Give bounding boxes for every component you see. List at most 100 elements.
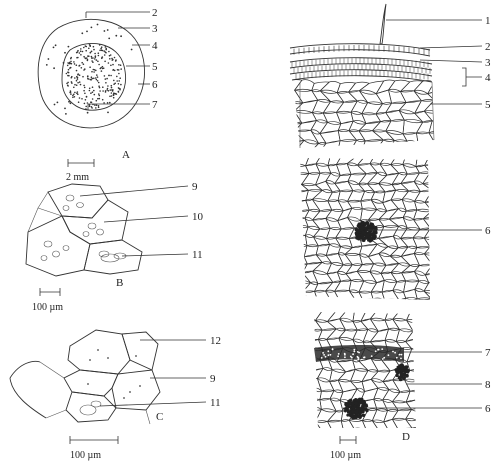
- stipple-dot: [98, 93, 100, 95]
- stipple-dot: [374, 226, 377, 229]
- stipple-dot: [98, 64, 100, 66]
- panel-a-letter: A: [122, 149, 130, 161]
- stipple-dot: [96, 104, 98, 106]
- stipple-dot: [97, 61, 99, 63]
- stipple-dot: [363, 223, 366, 226]
- stipple-dot: [406, 369, 409, 372]
- panel-a-core-stipple: [66, 44, 122, 109]
- parenchyma-cell: [439, 82, 459, 94]
- stipple-dot: [118, 73, 120, 75]
- stipple-dot: [97, 98, 99, 100]
- parenchyma-cell: [398, 140, 418, 151]
- stipple-dot: [396, 373, 399, 376]
- stipple-dot: [343, 407, 346, 410]
- stipple-dot: [85, 45, 87, 47]
- stipple-dot: [359, 410, 363, 414]
- stipple-dot: [98, 52, 100, 54]
- parenchyma-cell: [437, 131, 458, 143]
- stipple-dot: [96, 100, 98, 102]
- stipple-dot: [102, 66, 104, 68]
- parenchyma-cell: [437, 121, 458, 132]
- stipple-dot: [365, 403, 368, 406]
- stipple-dot: [113, 97, 115, 99]
- stipple-dot: [102, 99, 104, 101]
- stipple-dot: [105, 46, 107, 48]
- stipple-dot: [84, 68, 86, 70]
- stipple-dot: [66, 73, 68, 75]
- stipple-dot: [105, 78, 107, 80]
- panel-a-label-6: 6: [152, 79, 158, 91]
- panel-b-scale-label: 100 µm: [32, 302, 63, 313]
- stipple-dot: [105, 91, 107, 93]
- stipple-dot: [83, 85, 85, 87]
- panel-d-label-1: 1: [485, 15, 491, 27]
- stipple-dot: [89, 88, 91, 90]
- stipple-dot: [104, 30, 106, 32]
- panel-c-letter: C: [156, 411, 163, 423]
- stipple-dot: [361, 229, 364, 232]
- parenchyma-cell: [406, 328, 423, 341]
- stipple-dot: [398, 376, 401, 379]
- panel-d-label-4: 4: [485, 72, 491, 84]
- panel-d-label-7: 7: [485, 347, 491, 359]
- panel-d-inner-cells: [304, 307, 433, 442]
- panel-d-label-3: 3: [485, 57, 491, 69]
- parenchyma-cell: [323, 298, 340, 309]
- stipple-dot: [355, 402, 359, 406]
- parenchyma-cell: [418, 308, 433, 322]
- stipple-dot: [107, 112, 109, 114]
- stipple-dot: [119, 89, 121, 91]
- parenchyma-cell: [419, 428, 433, 442]
- stipple-dot: [86, 96, 88, 98]
- parenchyma-cell: [435, 272, 453, 284]
- stipple-dot: [120, 68, 122, 70]
- stipple-dot: [72, 97, 74, 99]
- stipple-dot: [105, 48, 107, 50]
- parenchyma-cell: [318, 429, 332, 441]
- panel-a-scale-bar: [68, 159, 94, 167]
- stipple-dot: [76, 84, 78, 86]
- stipple-dot: [399, 354, 401, 356]
- stipple-dot: [70, 57, 72, 59]
- stipple-dot: [364, 233, 367, 236]
- stipple-dot: [102, 86, 104, 88]
- stipple-dot: [80, 48, 82, 50]
- stipple-dot: [93, 49, 95, 51]
- stipple-dot: [401, 367, 404, 370]
- panel-a-label-2: 2: [152, 7, 158, 19]
- parenchyma-cell: [306, 307, 323, 317]
- parenchyma-cell: [283, 150, 305, 162]
- stipple-dot: [76, 64, 78, 66]
- parenchyma-cell: [411, 150, 433, 163]
- parenchyma-cell: [424, 281, 439, 294]
- stipple-dot: [400, 373, 404, 377]
- stipple-dot: [70, 67, 72, 69]
- stipple-dot: [80, 84, 82, 86]
- stipple-dot: [97, 24, 99, 26]
- parenchyma-cell: [337, 299, 356, 310]
- stipple-dot: [401, 354, 403, 356]
- stipple-dot: [349, 406, 352, 409]
- stipple-dot: [107, 88, 109, 90]
- stipple-dot: [113, 92, 115, 94]
- stipple-dot: [100, 48, 102, 50]
- parenchyma-cell: [416, 410, 433, 421]
- parenchyma-cell: [393, 309, 411, 321]
- stipple-dot: [344, 353, 346, 355]
- stipple-dot: [53, 47, 55, 49]
- parenchyma-cell: [283, 140, 304, 153]
- stipple-dot: [382, 358, 384, 360]
- panel-c: 12 9 11 C 100 µm: [10, 330, 221, 461]
- stipple-dot: [349, 411, 352, 414]
- stipple-dot: [109, 58, 111, 60]
- stipple-dot: [337, 355, 339, 357]
- parenchyma-cell: [434, 226, 455, 239]
- parenchyma-cell: [346, 309, 366, 320]
- stipple-dot: [402, 376, 406, 380]
- parenchyma-cell: [378, 299, 399, 310]
- stipple-dot: [95, 77, 97, 79]
- stipple-dot: [74, 92, 76, 94]
- panel-c-cell-2: [122, 332, 158, 370]
- panel-b-label-10: 10: [192, 211, 204, 223]
